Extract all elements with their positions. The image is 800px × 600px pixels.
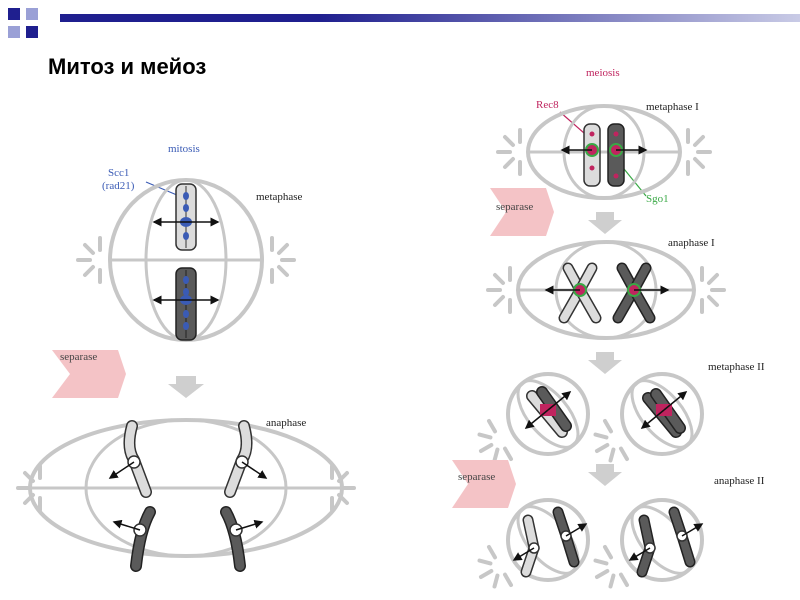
meiosis-separase-chevron-2: separase: [452, 460, 516, 508]
meiosis-separase-chevron-1: separase: [490, 188, 554, 236]
meiosis-panel: meiosis Rec8 metaphase I Sgo1: [452, 67, 765, 599]
rad21-label: (rad21): [102, 180, 135, 192]
sgo1-label: Sgo1: [646, 193, 669, 205]
chromosome-light-metaphase: [152, 183, 220, 251]
mitosis-metaphase-label: metaphase: [256, 191, 303, 203]
meiosis-anaphase-1-label: anaphase I: [668, 237, 715, 249]
header-square-dark-1: [8, 8, 20, 20]
meiosis-metaphase-1-label: metaphase I: [646, 101, 699, 113]
meiosis-heading: meiosis: [586, 67, 620, 79]
meiosis-flow-arrow-3: [588, 464, 622, 486]
mitosis-heading: mitosis: [168, 143, 200, 155]
meiosis-metaphase-2-label: metaphase II: [708, 361, 765, 373]
rec8-label: Rec8: [536, 99, 559, 111]
meiosis-metaphase-1-spindle: [496, 104, 712, 200]
chromosome-dark-metaphase: [152, 267, 220, 341]
meiosis-flow-arrow-1: [588, 212, 622, 234]
meiosis-flow-arrow-2: [588, 352, 622, 374]
mitosis-flow-arrow: [168, 376, 204, 398]
mitosis-separase-chevron: separase: [52, 350, 126, 398]
mitosis-anaphase-label: anaphase: [266, 417, 306, 429]
meiosis-separase-1-label: separase: [496, 201, 533, 213]
meiosis-metaphase-2-right: [583, 372, 704, 473]
slide-title: Митоз и мейоз: [48, 54, 207, 79]
meiosis-metaphase-2-left: [467, 372, 590, 473]
meiosis-separase-2-label: separase: [458, 471, 495, 483]
mitosis-anaphase-chromatids: [108, 420, 268, 572]
meiosis-metaphase-1-bivalent: [560, 123, 648, 187]
meiosis-anaphase-1-chromosomes: [544, 262, 670, 324]
mitosis-panel: mitosis Scc1 (rad21) metaphase: [16, 143, 356, 572]
meiosis-anaphase-2-right: [583, 498, 704, 599]
mitosis-separase-label: separase: [60, 351, 97, 363]
meiosis-anaphase-1-spindle: [486, 240, 726, 340]
header-square-dark-2: [26, 26, 38, 38]
meiosis-anaphase-2-left: [467, 498, 590, 599]
meiosis-anaphase-2-label: anaphase II: [714, 475, 765, 487]
header-square-light-2: [8, 26, 20, 38]
header-square-light-1: [26, 8, 38, 20]
mitosis-anaphase-spindle: [16, 418, 356, 558]
scc1-label: Scc1: [108, 167, 129, 179]
header-gradient-bar: [60, 14, 800, 22]
